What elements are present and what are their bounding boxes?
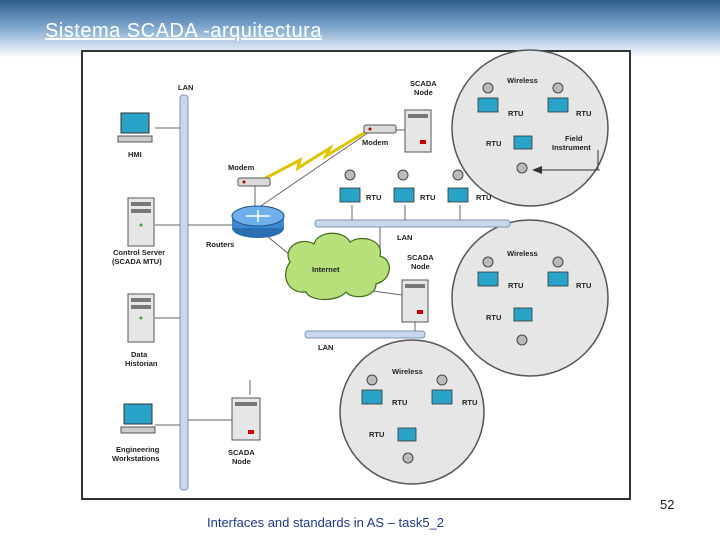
slide-footer: Interfaces and standards in AS – task5_2 [207, 515, 445, 530]
label-routers: Routers [206, 240, 234, 249]
label-rtu: RTU [420, 193, 435, 202]
label-modem-top: Modem [228, 163, 255, 172]
label-wireless-3: Wireless [392, 367, 423, 376]
slide-title: Sistema SCADA -arquitectura [45, 20, 322, 42]
label-scada-node-2: SCADA [407, 253, 434, 262]
lan-mid-bar [314, 219, 511, 228]
label-modem-node: Modem [362, 138, 389, 147]
label-scada-node-3-sub: Node [232, 457, 251, 466]
label-rtu: RTU [366, 193, 381, 202]
label-rtu: RTU [508, 281, 523, 290]
label-scada-node-2-sub: Node [411, 262, 430, 271]
diagram-labels: LAN HMI Control Server (SCADA MTU) Data … [112, 76, 591, 466]
label-eng-workstations-sub: Workstations [112, 454, 159, 463]
label-rtu: RTU [392, 398, 407, 407]
data-historian-icon [127, 293, 155, 343]
wireless-link-bolt [261, 126, 373, 182]
modem-top-icon [237, 177, 271, 187]
wireless-zone-2 [451, 219, 609, 377]
lan-backbones [179, 94, 511, 491]
lan-low-bar [304, 330, 426, 339]
label-data-historian-sub: Historian [125, 359, 158, 368]
label-data-historian: Data [131, 350, 148, 359]
label-lan-mid: LAN [397, 233, 412, 242]
label-rtu: RTU [576, 109, 591, 118]
scada-node-3-server-icon [231, 397, 261, 441]
router-icon [231, 205, 285, 238]
label-eng-workstations: Engineering [116, 445, 160, 454]
field-instrument-arrow [532, 150, 599, 174]
label-internet: Internet [312, 265, 340, 274]
label-field-instrument-sub: Instrument [552, 143, 591, 152]
control-server-icon [127, 197, 155, 247]
label-rtu: RTU [576, 281, 591, 290]
label-rtu: RTU [369, 430, 384, 439]
rtu-monitor-icons [339, 97, 569, 442]
label-wireless-2: Wireless [507, 249, 538, 258]
eng-workstation-monitor-icon [120, 403, 156, 434]
lan-main-bar [179, 94, 189, 491]
internet-cloud-icon [285, 232, 390, 301]
label-hmi: HMI [128, 150, 142, 159]
page-number: 52 [660, 497, 675, 512]
label-rtu: RTU [486, 139, 501, 148]
scada-node-2-server-icon [401, 279, 429, 323]
label-scada-node-1: SCADA [410, 79, 437, 88]
label-scada-node-1-sub: Node [414, 88, 433, 97]
label-lan-low: LAN [318, 343, 333, 352]
label-rtu: RTU [462, 398, 477, 407]
label-rtu: RTU [476, 193, 491, 202]
slide-header [0, 0, 720, 58]
label-rtu: RTU [508, 109, 523, 118]
scada-node-1-server-icon [404, 109, 432, 153]
wireless-zone-3 [339, 339, 485, 485]
label-lan-main: LAN [178, 83, 193, 92]
label-control-server-sub: (SCADA MTU) [112, 257, 162, 266]
modem-node-icon [363, 124, 397, 134]
label-control-server: Control Server [113, 248, 165, 257]
label-scada-node-3: SCADA [228, 448, 255, 457]
label-wireless-1: Wireless [507, 76, 538, 85]
wireless-zone-1 [451, 49, 609, 207]
antenna-icons [344, 82, 564, 464]
label-rtu: RTU [486, 313, 501, 322]
label-field-instrument: Field [565, 134, 583, 143]
hmi-monitor-icon [117, 112, 153, 143]
